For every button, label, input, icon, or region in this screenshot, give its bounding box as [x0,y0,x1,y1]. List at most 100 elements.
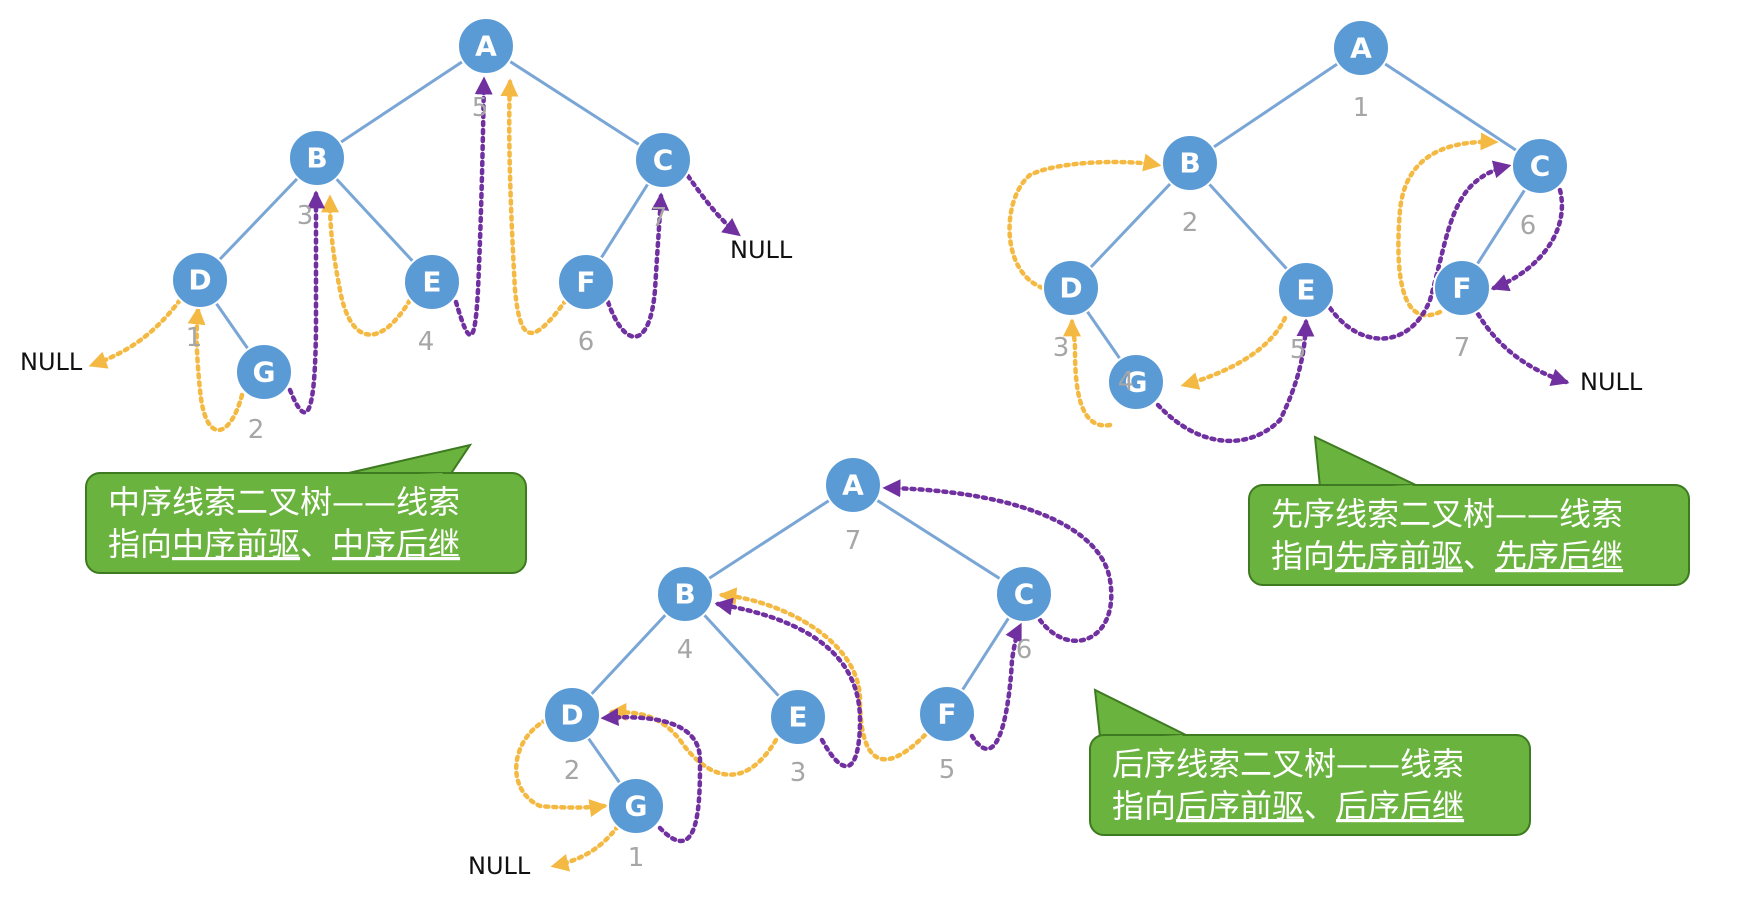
preorder-predecessor-thread-F-C [1396,132,1499,318]
preorder-predecessor-thread-G-D [1063,318,1113,428]
preorder-order-number-B: 2 [1182,208,1199,238]
postorder-node-A [824,456,882,514]
preorder-node-label-B: B [1179,147,1200,180]
postorder-node-label-E: E [788,701,807,734]
preorder-successor-thread-E-C [1327,160,1512,341]
postorder-predecessor-thread-F-B [718,587,928,762]
preorder-predecessor-thread-D-B [1007,153,1162,293]
postorder-callout-tail [1093,688,1191,738]
inorder-successor-thread-G-B [287,190,325,415]
preorder-node-E [1277,261,1335,319]
inorder-callout-prefix: 指向 [108,525,172,563]
postorder-node-label-B: B [674,578,695,611]
postorder-predecessor-thread-D-G [514,717,608,817]
inorder-order-number-B: 3 [297,201,314,231]
postorder-callout-seam [1104,735,1186,739]
inorder-callout-box [85,472,527,574]
inorder-successor-thread-E-A [453,76,493,338]
inorder-node-label-D: D [188,264,211,297]
preorder-order-number-G: 4 [1118,367,1135,397]
inorder-callout-tail [339,443,473,476]
postorder-order-number-D: 2 [564,756,581,786]
inorder-order-number-G: 2 [248,415,265,445]
postorder-node-label-A: A [842,469,864,502]
postorder-order-number-B: 4 [677,635,694,665]
inorder-order-number-D: 1 [186,323,203,353]
postorder-node-E [769,688,827,746]
inorder-callout-line2: 指向中序前驱、中序后继 [108,525,460,563]
inorder-node-label-A: A [475,30,497,63]
preorder-callout-line1: 先序线索二叉树——线索 [1271,495,1623,533]
inorder-node-label-G: G [253,356,276,389]
preorder-node-G [1107,353,1165,411]
inorder-node-label-F: F [576,266,595,299]
postorder-order-number-E: 3 [790,758,807,788]
inorder-callout-link1: 中序前驱 [172,525,300,563]
inorder-predecessor-thread-G-D [187,306,245,433]
preorder-successor-thread-C-F [1490,187,1565,292]
postorder-predecessor-thread-G-NULL [550,823,621,872]
inorder-order-number-F: 6 [578,327,595,357]
inorder-null-label-C: NULL [730,236,793,264]
inorder-node-B [288,129,346,187]
postorder-order-number-F: 5 [939,755,956,785]
preorder-callout-seam [1324,485,1416,489]
inorder-node-D [171,251,229,309]
preorder-order-number-D: 3 [1053,333,1070,363]
inorder-node-E [403,253,461,311]
preorder-callout-line2: 指向先序前驱、先序后继 [1271,537,1623,575]
inorder-order-number-A: 5 [472,93,489,123]
inorder-node-A [457,17,515,75]
postorder-node-label-F: F [937,698,956,731]
preorder-node-label-A: A [1350,32,1372,65]
postorder-node-D [543,686,601,744]
preorder-successor-thread-F-NULL [1475,311,1570,386]
preorder-predecessor-thread-E-G [1180,315,1288,390]
preorder-node-label-D: D [1059,272,1082,305]
postorder-callout-line1: 后序线索二叉树——线索 [1112,745,1464,783]
postorder-node-F [918,685,976,743]
preorder-order-number-A: 1 [1353,93,1370,123]
postorder-predecessor-thread-E-D [608,703,779,777]
inorder-node-label-B: B [306,142,327,175]
inorder-node-label-E: E [422,266,441,299]
postorder-null-label-G: NULL [468,852,531,880]
inorder-predecessor-thread-E-B [321,194,413,337]
postorder-callout-prefix: 指向 [1112,787,1176,825]
preorder-null-label-F: NULL [1580,368,1643,396]
postorder-order-number-A: 7 [845,526,862,556]
inorder-predecessor-thread-F-A [500,78,569,335]
inorder-callout-sep: 、 [300,525,332,563]
postorder-callout-line2: 指向后序前驱、后序后继 [1112,787,1464,825]
postorder-successor-thread-G-D [600,708,703,844]
preorder-callout-prefix: 指向 [1271,537,1335,575]
preorder-node-label-E: E [1296,274,1315,307]
postorder-successor-thread-F-C [969,622,1023,752]
postorder-order-number-C: 6 [1016,635,1033,665]
inorder-callout-line1: 中序线索二叉树——线索 [108,483,460,521]
preorder-node-C [1511,137,1569,195]
inorder-order-number-E: 4 [418,327,435,357]
postorder-order-number-G: 1 [628,843,645,873]
postorder-edge-A-B [684,483,854,596]
preorder-callout-sep: 、 [1463,537,1495,575]
postorder-callout-link2: 后序后继 [1336,787,1464,825]
inorder-predecessor-thread-D-NULL [88,297,183,369]
postorder-callout-sep: 、 [1304,787,1336,825]
preorder-order-number-C: 6 [1520,211,1537,241]
inorder-node-C [634,131,692,189]
inorder-order-number-C: 7 [651,203,668,233]
preorder-node-F [1433,259,1491,317]
preorder-callout-link2: 先序后继 [1495,537,1623,575]
inorder-edge-A-C [485,44,664,162]
postorder-callout-box [1089,734,1531,836]
preorder-callout-box [1248,484,1690,586]
inorder-node-label-C: C [653,144,674,177]
preorder-node-label-G: G [1125,366,1148,399]
inorder-node-F [557,253,615,311]
inorder-callout-link2: 中序后继 [332,525,460,563]
postorder-node-C [995,565,1053,623]
postorder-node-label-D: D [560,699,583,732]
